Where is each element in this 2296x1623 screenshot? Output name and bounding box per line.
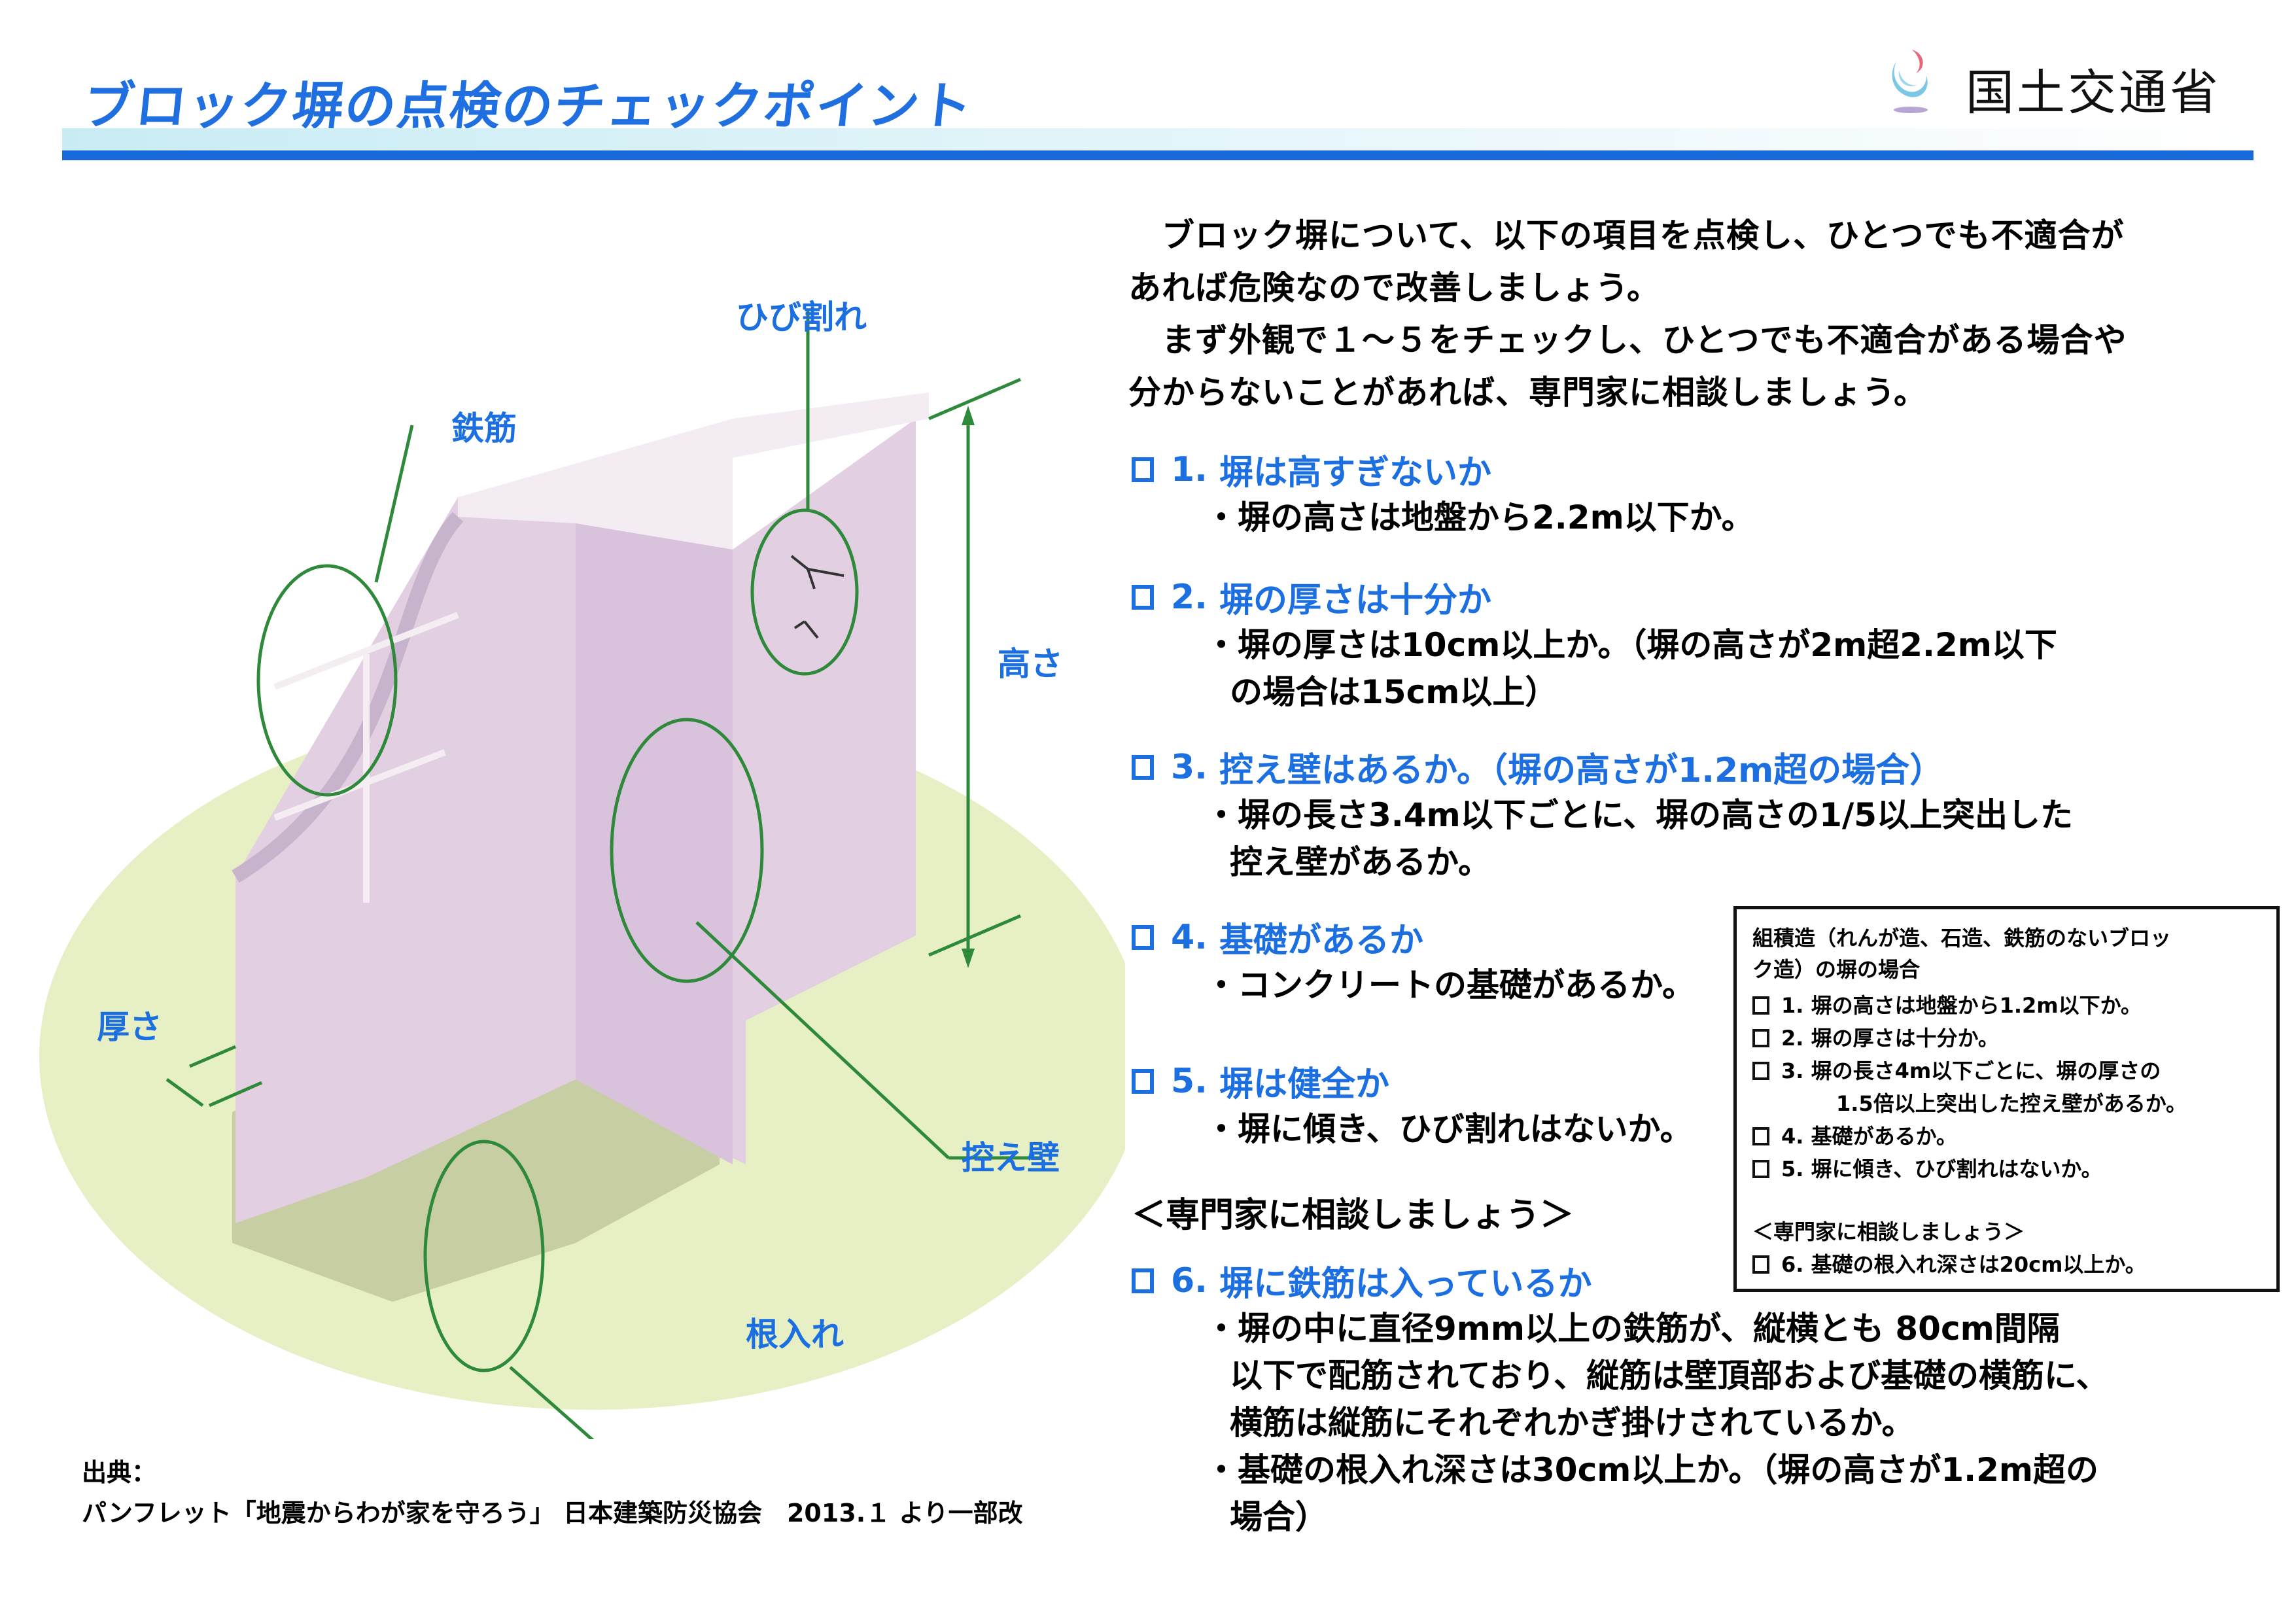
item-num: 4.	[1781, 1124, 1804, 1149]
check-item-1: 1. 塀は高すぎないか ・塀の高さは地盤から2.2m以下か。	[1132, 445, 1754, 541]
intro-line: 分からないことがあれば、専門家に相談しましょう。	[1128, 374, 1927, 411]
check-item-2: 2. 塀の厚さは十分か ・塀の厚さは10cm以上か。（塀の高さが2m超2.2m以…	[1132, 572, 2057, 716]
masonry-wall-box: 組積造（れんが造、石造、鉄筋のないブロッ ク造）の塀の場合 1. 塀の高さは地盤…	[1733, 906, 2280, 1292]
item-text: 塀に傾き、ひび割れはないか。	[1811, 1157, 2102, 1181]
check-heading: 基礎があるか	[1219, 921, 1424, 960]
checkbox[interactable]	[1132, 1268, 1154, 1293]
crack	[790, 555, 844, 639]
intro-line: あれば危険なので改善しましょう。	[1128, 269, 1660, 307]
label-height: 高さ	[998, 645, 1063, 683]
check-item-6: 6. 塀に鉄筋は入っているか ・塀の中に直径9mm以上の鉄筋が、縦横とも 80c…	[1132, 1256, 2109, 1541]
source-text: パンフレット「地震からわが家を守ろう」 日本建築防災協会 2013.１ より一部…	[82, 1499, 1023, 1527]
check-body-line: 横筋は縦筋にそれぞれかぎ掛けされているか。	[1230, 1404, 1915, 1442]
checkbox[interactable]	[1752, 1062, 1769, 1080]
sidebox-title: ク造）の塀の場合	[1752, 957, 1921, 982]
item-text: 基礎の根入れ深さは20cm以上か。	[1811, 1252, 2146, 1277]
sidebox-item-5: 5. 塀に傾き、ひび割れはないか。	[1752, 1153, 2261, 1185]
check-heading: 塀は健全か	[1219, 1065, 1390, 1104]
checkbox[interactable]	[1132, 457, 1154, 482]
check-body-line: 以下で配筋されており、縦筋は壁頂部および基礎の横筋に、	[1230, 1357, 2109, 1395]
sidebox-title: 組積造（れんが造、石造、鉄筋のないブロッ	[1752, 926, 2172, 951]
label-thickness: 厚さ	[97, 1008, 162, 1046]
checkbox[interactable]	[1752, 1029, 1769, 1047]
check-heading: 控え壁はあるか。（塀の高さが1.2m超の場合）	[1219, 751, 1944, 790]
checkbox[interactable]	[1752, 996, 1769, 1015]
intro-text: ブロック塀について、以下の項目を点検し、ひとつでも不適合が あれば危険なので改善…	[1128, 209, 2227, 419]
label-buttress: 控え壁	[962, 1139, 1060, 1177]
sidebox-consult-heading: ＜専門家に相談しましょう＞	[1752, 1219, 2025, 1244]
check-item-4: 4. 基礎があるか ・コンクリートの基礎があるか。	[1132, 913, 1695, 1009]
item-num: 2.	[1781, 1026, 1804, 1051]
sidebox-item-6: 6. 基礎の根入れ深さは20cm以上か。	[1752, 1248, 2261, 1281]
item-text: 塀の高さは地盤から1.2m以下か。	[1811, 993, 2142, 1018]
header-band	[62, 128, 2253, 150]
check-heading: 塀に鉄筋は入っているか	[1219, 1265, 1592, 1304]
sidebox-item-4: 4. 基礎があるか。	[1752, 1120, 2261, 1153]
check-body-line: 場合）	[1230, 1498, 1328, 1536]
label-crack: ひび割れ	[736, 298, 867, 336]
coping	[458, 393, 929, 550]
checkbox[interactable]	[1132, 584, 1154, 610]
consult-expert-heading: ＜専門家に相談しましょう＞	[1132, 1196, 1574, 1235]
item-text: 塀の厚さは十分か。	[1811, 1026, 1999, 1051]
check-body-line: ・塀の厚さは10cm以上か。（塀の高さが2m超2.2m以下	[1205, 626, 2057, 664]
label-embedment: 根入れ	[746, 1316, 844, 1353]
check-num: 3.	[1171, 747, 1208, 787]
item-num: 3.	[1781, 1058, 1804, 1083]
sidebox-item-3-cont: 1.5倍以上突出した控え壁があるか。	[1836, 1091, 2187, 1116]
check-body-line: ・塀の高さは地盤から2.2m以下か。	[1205, 498, 1754, 536]
item-num: 6.	[1781, 1252, 1804, 1277]
mlit-logo-icon	[1892, 50, 1928, 113]
check-body-line: ・塀に傾き、ひび割れはないか。	[1205, 1110, 1693, 1148]
checkbox[interactable]	[1132, 924, 1154, 950]
source-citation: 出典： パンフレット「地震からわが家を守ろう」 日本建築防災協会 2013.１ …	[82, 1452, 1023, 1533]
checkbox[interactable]	[1132, 1068, 1154, 1094]
check-body-line: 控え壁があるか。	[1230, 843, 1491, 881]
buttress	[576, 523, 733, 1164]
check-body-line: ・塀の中に直径9mm以上の鉄筋が、縦横とも 80cm間隔	[1205, 1310, 2060, 1348]
checkbox[interactable]	[1752, 1255, 1769, 1274]
check-item-3: 3. 控え壁はあるか。（塀の高さが1.2m超の場合） ・塀の長さ3.4m以下ごと…	[1132, 742, 2073, 886]
header-rule	[62, 150, 2253, 160]
check-body-line: ・コンクリートの基礎があるか。	[1205, 966, 1695, 1004]
intro-line: まず外観で１～５をチェックし、ひとつでも不適合がある場合や	[1128, 321, 2127, 359]
check-num: 1.	[1171, 449, 1208, 489]
source-label: 出典：	[82, 1458, 157, 1487]
block-wall-illustration	[39, 311, 1125, 1439]
check-num: 5.	[1171, 1061, 1208, 1101]
checkbox[interactable]	[1752, 1127, 1769, 1145]
item-text: 塀の長さ4m以下ごとに、塀の厚さの	[1811, 1058, 2161, 1083]
sidebox-item-2: 2. 塀の厚さは十分か。	[1752, 1022, 2261, 1055]
check-heading: 塀は高すぎないか	[1219, 453, 1492, 493]
sidebox-item-3: 3. 塀の長さ4m以下ごとに、塀の厚さの	[1752, 1055, 2261, 1087]
check-num: 6.	[1171, 1261, 1208, 1300]
checkbox[interactable]	[1752, 1160, 1769, 1178]
check-num: 4.	[1171, 917, 1208, 957]
check-body-line: ・基礎の根入れ深さは30cm以上か。（塀の高さが1.2m超の	[1205, 1451, 2098, 1489]
sidebox-item-1: 1. 塀の高さは地盤から1.2m以下か。	[1752, 989, 2261, 1022]
label-rebar: 鉄筋	[451, 410, 517, 447]
item-num: 1.	[1781, 993, 1804, 1018]
check-heading: 塀の厚さは十分か	[1219, 581, 1492, 620]
item-num: 5.	[1781, 1157, 1804, 1181]
checkbox[interactable]	[1132, 754, 1154, 780]
org-name: 国土交通省	[1966, 65, 2221, 121]
check-body-line: ・塀の長さ3.4m以下ごとに、塀の高さの1/5以上突出した	[1205, 796, 2074, 834]
item-text: 基礎があるか。	[1811, 1124, 1957, 1149]
check-num: 2.	[1171, 577, 1208, 617]
check-body-line: の場合は15cm以上）	[1230, 673, 1558, 711]
check-item-5: 5. 塀は健全か ・塀に傾き、ひび割れはないか。	[1132, 1056, 1693, 1153]
intro-line: ブロック塀について、以下の項目を点検し、ひとつでも不適合が	[1128, 217, 2125, 254]
